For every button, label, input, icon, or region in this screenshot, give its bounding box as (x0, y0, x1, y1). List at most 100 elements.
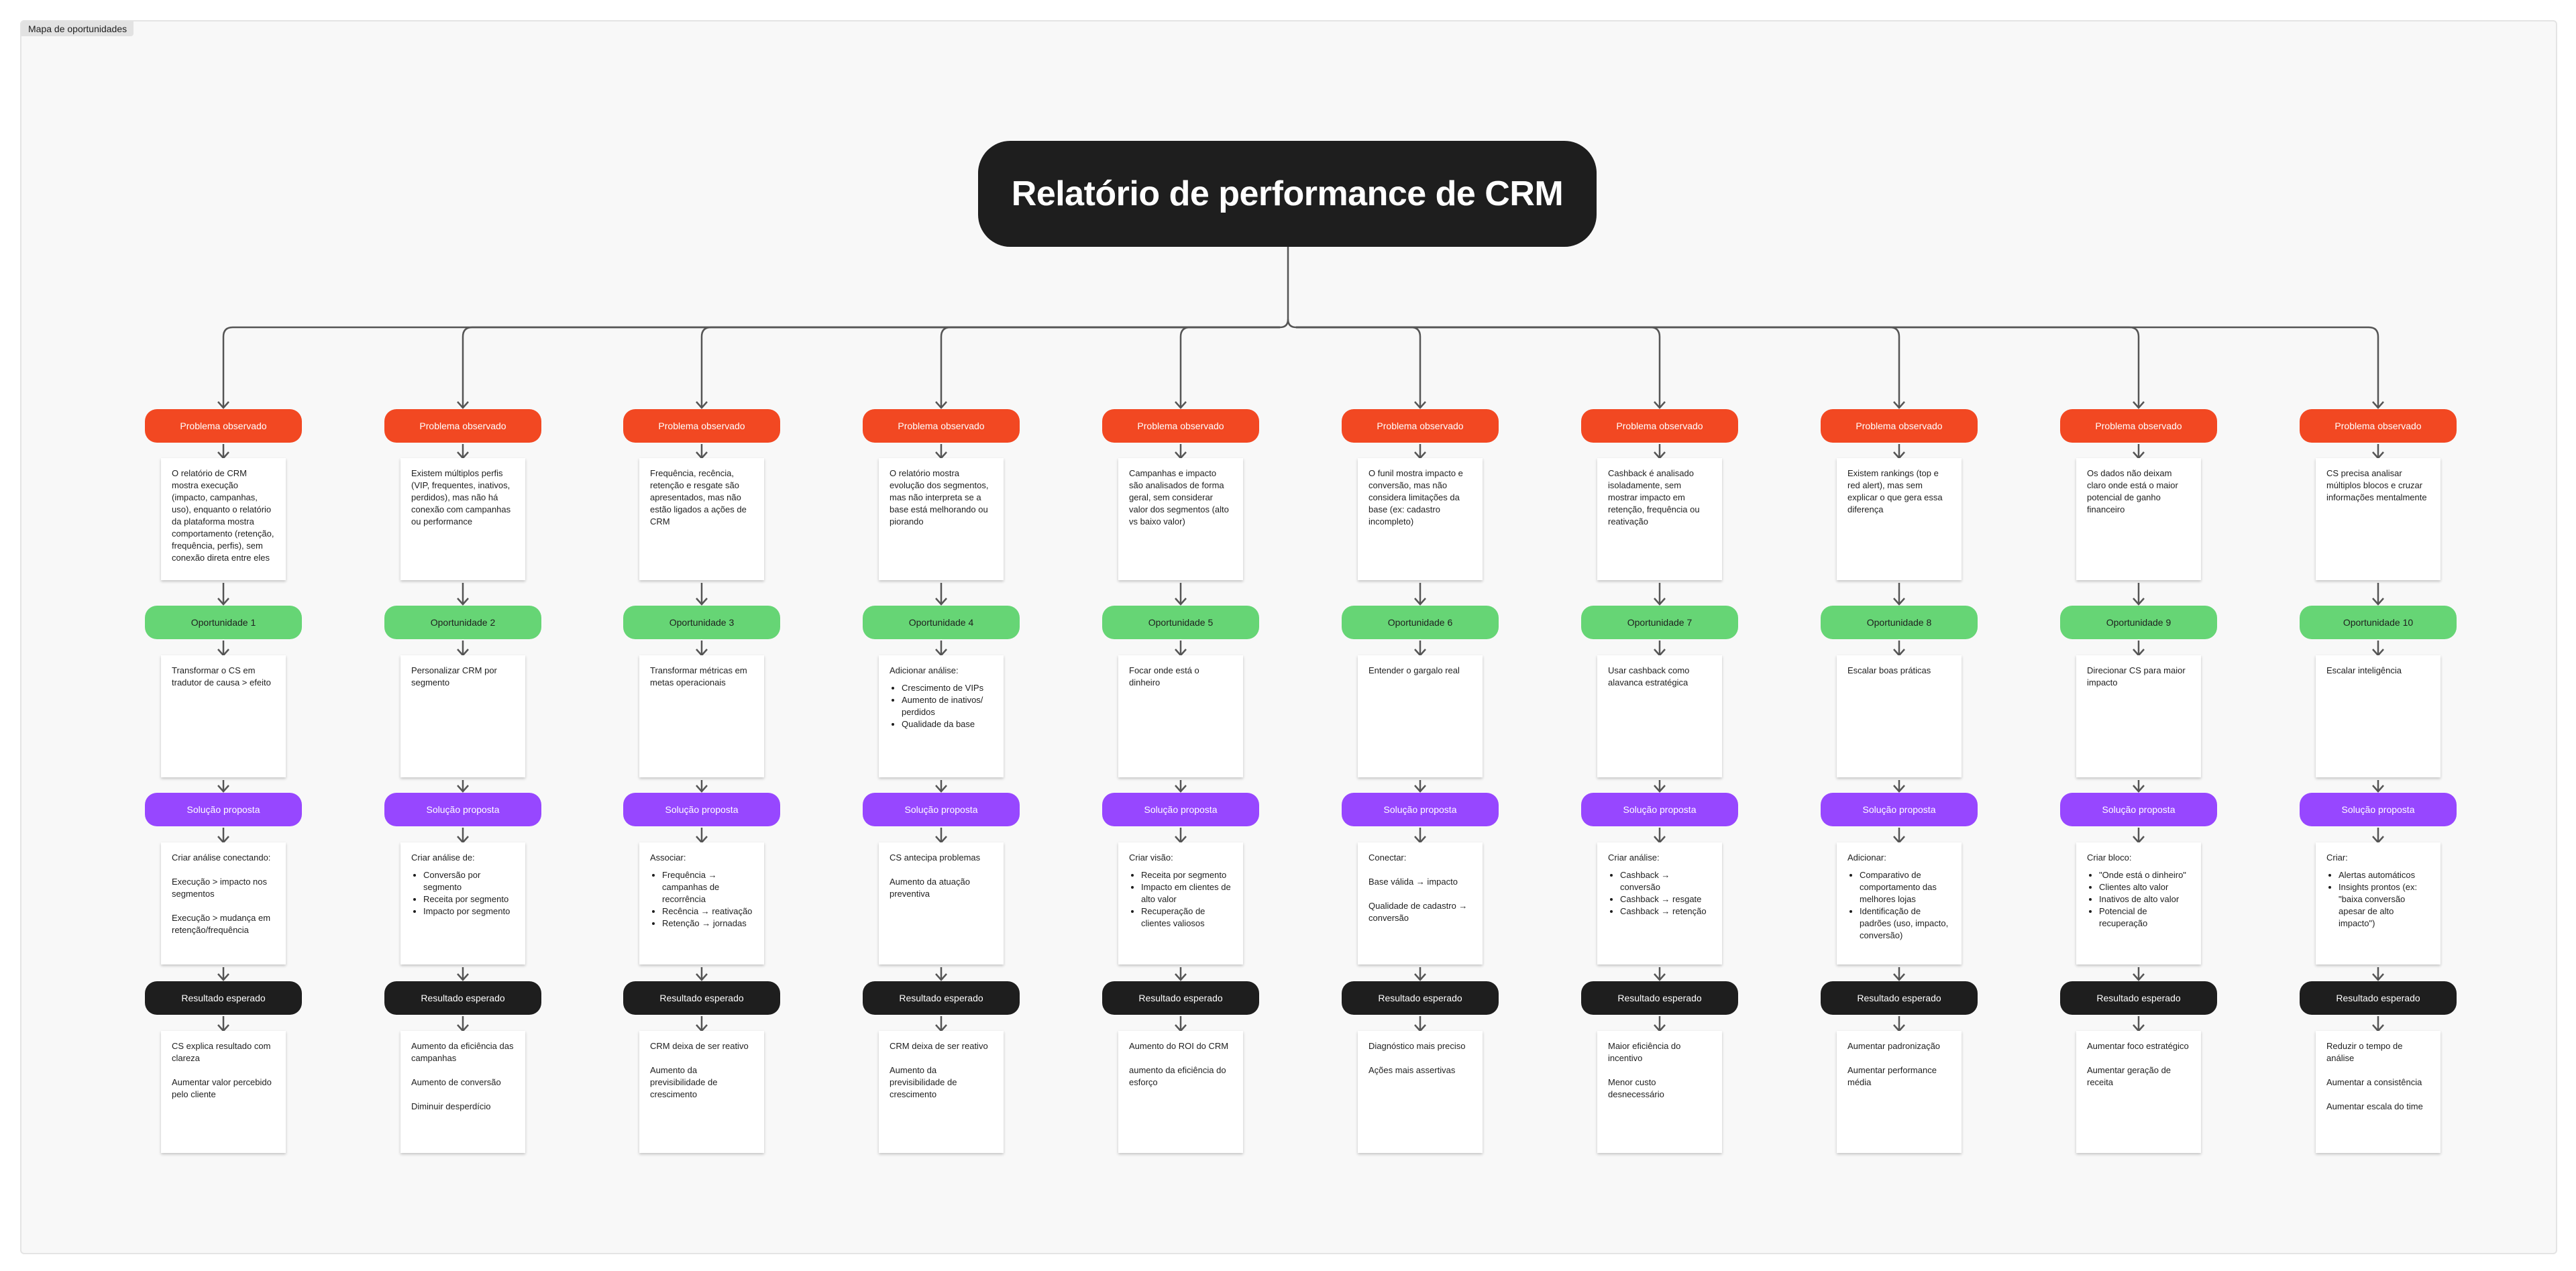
problem-label[interactable]: Problema observado (384, 409, 541, 443)
solution-label[interactable]: Solução proposta (2300, 793, 2457, 826)
problem-label[interactable]: Problema observado (1821, 409, 1978, 443)
opportunity-label[interactable]: Oportunidade 3 (623, 606, 780, 639)
problem-label[interactable]: Problema observado (1102, 409, 1259, 443)
solution-label[interactable]: Solução proposta (1342, 793, 1499, 826)
problem-label[interactable]: Problema observado (1342, 409, 1499, 443)
solution-card[interactable]: Criar bloco:"Onde está o dinheiro"Client… (2076, 842, 2201, 964)
card-text: Aumento da eficiência das campanhas (411, 1041, 514, 1063)
solution-label[interactable]: Solução proposta (1102, 793, 1259, 826)
solution-label[interactable]: Solução proposta (1821, 793, 1978, 826)
result-label[interactable]: Resultado esperado (1821, 981, 1978, 1015)
solution-card[interactable]: Criar:Alertas automáticosInsights pronto… (2316, 842, 2440, 964)
problem-label[interactable]: Problema observado (2300, 409, 2457, 443)
card-text: CS precisa analisar múltiplos blocos e c… (2326, 468, 2427, 502)
bullet-item: Recuperação de clientes valiosos (1141, 905, 1232, 930)
problem-card[interactable]: Existem múltiplos perfis (VIP, frequente… (400, 458, 525, 580)
opportunity-column-1: Problema observado O relatório de CRM mos… (145, 0, 306, 1271)
bullet-item: Potencial de recuperação (2099, 905, 2190, 930)
problem-card[interactable]: Frequência, recência, retenção e resgate… (639, 458, 764, 580)
opportunity-label[interactable]: Oportunidade 4 (863, 606, 1020, 639)
solution-label[interactable]: Solução proposta (863, 793, 1020, 826)
opportunity-card[interactable]: Personalizar CRM por segmento (400, 655, 525, 777)
problem-card[interactable]: O funil mostra impacto e conversão, mas … (1358, 458, 1483, 580)
opportunity-label[interactable]: Oportunidade 6 (1342, 606, 1499, 639)
bullet-list: Receita por segmentoImpacto em clientes … (1129, 869, 1232, 930)
result-label[interactable]: Resultado esperado (1581, 981, 1738, 1015)
opportunity-card[interactable]: Direcionar CS para maior impacto (2076, 655, 2201, 777)
card-text: Criar análise: (1608, 852, 1660, 863)
problem-label[interactable]: Problema observado (145, 409, 302, 443)
opportunity-label[interactable]: Oportunidade 9 (2060, 606, 2217, 639)
opportunity-card[interactable]: Escalar boas práticas (1837, 655, 1962, 777)
opportunity-card[interactable]: Transformar métricas em metas operaciona… (639, 655, 764, 777)
bullet-item: Impacto em clientes de alto valor (1141, 881, 1232, 905)
result-label[interactable]: Resultado esperado (384, 981, 541, 1015)
solution-card[interactable]: Criar visão: Receita por segmentoImpacto … (1118, 842, 1243, 964)
opportunity-card[interactable]: Transformar o CS em tradutor de causa > … (161, 655, 286, 777)
problem-card[interactable]: Cashback é analisado isoladamente, sem m… (1597, 458, 1722, 580)
diagram-title[interactable]: Relatório de performance de CRM (978, 141, 1597, 247)
card-text: Aumentar geração de receita (2087, 1065, 2171, 1087)
problem-card[interactable]: Campanhas e impacto são analisados de fo… (1118, 458, 1243, 580)
opportunity-card[interactable]: Adicionar análise:Crescimento de VIPsAum… (879, 655, 1004, 777)
result-label[interactable]: Resultado esperado (145, 981, 302, 1015)
opportunity-label[interactable]: Oportunidade 5 (1102, 606, 1259, 639)
opportunity-label[interactable]: Oportunidade 10 (2300, 606, 2457, 639)
problem-card[interactable]: Os dados não deixam claro onde está o ma… (2076, 458, 2201, 580)
problem-label[interactable]: Problema observado (863, 409, 1020, 443)
opportunity-label[interactable]: Oportunidade 1 (145, 606, 302, 639)
result-label[interactable]: Resultado esperado (623, 981, 780, 1015)
bullet-item: Conversão por segmento (423, 869, 515, 893)
card-text: Execução > mudança em retenção/frequênci… (172, 913, 271, 935)
problem-card[interactable]: Existem rankings (top e red alert), mas … (1837, 458, 1962, 580)
opportunity-label[interactable]: Oportunidade 8 (1821, 606, 1978, 639)
card-text: Transformar o CS em tradutor de causa > … (172, 665, 271, 687)
solution-card[interactable]: Criar análise conectando:Execução > impa… (161, 842, 286, 964)
problem-label[interactable]: Problema observado (1581, 409, 1738, 443)
solution-label[interactable]: Solução proposta (384, 793, 541, 826)
result-label[interactable]: Resultado esperado (863, 981, 1020, 1015)
bullet-list: Frequência → campanhas de recorrênciaRec… (650, 869, 753, 930)
result-label[interactable]: Resultado esperado (1102, 981, 1259, 1015)
solution-label[interactable]: Solução proposta (145, 793, 302, 826)
problem-label[interactable]: Problema observado (623, 409, 780, 443)
opportunity-card[interactable]: Escalar inteligência (2316, 655, 2440, 777)
frame-label[interactable]: Mapa de oportunidades (21, 21, 134, 36)
opportunity-label[interactable]: Oportunidade 7 (1581, 606, 1738, 639)
solution-card[interactable]: Associar:Frequência → campanhas de recor… (639, 842, 764, 964)
result-label[interactable]: Resultado esperado (2060, 981, 2217, 1015)
opportunity-label[interactable]: Oportunidade 2 (384, 606, 541, 639)
solution-card[interactable]: Criar análise de:Conversão por segmentoR… (400, 842, 525, 964)
result-label[interactable]: Resultado esperado (1342, 981, 1499, 1015)
result-label[interactable]: Resultado esperado (2300, 981, 2457, 1015)
card-text: Criar visão: (1129, 852, 1173, 863)
opportunity-column-4: Problema observado O relatório mostra evo… (863, 0, 1024, 1271)
card-text: Aumentar padronização (1847, 1041, 1941, 1051)
opportunity-card[interactable]: Usar cashback como alavanca estratégica (1597, 655, 1722, 777)
problem-card[interactable]: CS precisa analisar múltiplos blocos e c… (2316, 458, 2440, 580)
card-text: Aumentar performance média (1847, 1065, 1937, 1087)
opportunity-card[interactable]: Entender o gargalo real (1358, 655, 1483, 777)
solution-label[interactable]: Solução proposta (1581, 793, 1738, 826)
solution-label[interactable]: Solução proposta (623, 793, 780, 826)
problem-card[interactable]: O relatório mostra evolução dos segmento… (879, 458, 1004, 580)
problem-label[interactable]: Problema observado (2060, 409, 2217, 443)
card-text: Adicionar: (1847, 852, 1886, 863)
solution-card[interactable]: Criar análise:Cashback → conversãoCashba… (1597, 842, 1722, 964)
opportunity-card[interactable]: Focar onde está o dinheiro (1118, 655, 1243, 777)
solution-card[interactable]: Adicionar:Comparativo de comportamento d… (1837, 842, 1962, 964)
problem-card[interactable]: O relatório de CRM mostra execução (impa… (161, 458, 286, 580)
solution-label[interactable]: Solução proposta (2060, 793, 2217, 826)
